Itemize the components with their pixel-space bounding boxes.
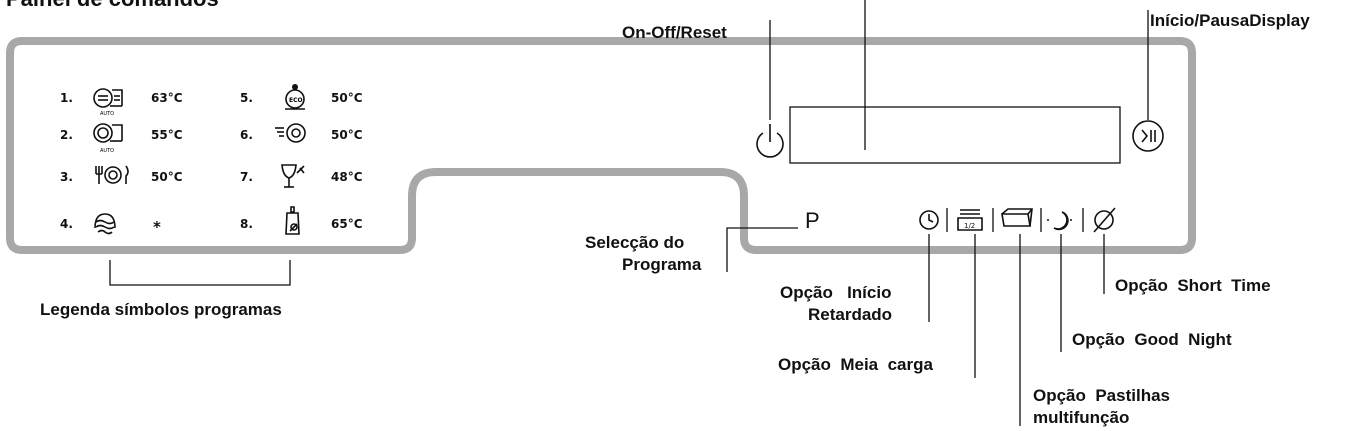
- program-3: 3. 50°C: [60, 165, 183, 184]
- program-temperature: 50°C: [331, 91, 363, 105]
- start-pause-button[interactable]: [1132, 120, 1164, 152]
- program-select-button[interactable]: P: [805, 208, 820, 233]
- moon-icon[interactable]: [1047, 211, 1072, 231]
- program-number: 6.: [240, 128, 253, 142]
- program-number: 3.: [60, 170, 73, 184]
- power-button[interactable]: [756, 124, 784, 158]
- program-number: 5.: [240, 91, 253, 105]
- program-select-leader: [726, 227, 798, 272]
- delay-start-icon[interactable]: [919, 210, 939, 230]
- program-8: 8. 65°C: [240, 206, 363, 235]
- program-number: 7.: [240, 170, 253, 184]
- eco-icon: [285, 84, 305, 110]
- program-temperature: 50°C: [151, 170, 183, 184]
- good-night-label: Opção Good Night: [1072, 330, 1232, 349]
- program-number: 8.: [240, 217, 253, 231]
- program-sub-label: AUTO: [100, 148, 114, 154]
- program-temperature: 55°C: [151, 128, 183, 142]
- program-4: 4. *: [60, 213, 161, 236]
- program-legend: 1. AUTO 63°C 2. AUTO 55°C 3.: [60, 84, 363, 236]
- delay-start-label-line1: Opção Início: [780, 283, 891, 302]
- display-screen: [789, 106, 1121, 164]
- half-load-icon[interactable]: 1/2: [957, 209, 983, 231]
- half-load-symbol: 1/2: [964, 222, 975, 230]
- program-1: 1. AUTO 63°C: [60, 88, 183, 117]
- short-time-label: Opção Short Time: [1115, 276, 1271, 295]
- program-temperature: *: [153, 218, 161, 236]
- tablets-label-line2: multifunção: [1033, 408, 1129, 427]
- legend-bracket: [109, 260, 291, 286]
- short-time-icon[interactable]: [1093, 207, 1116, 233]
- half-load-label: Opção Meia carga: [778, 355, 933, 374]
- legend-label: Legenda símbolos programas: [40, 300, 282, 319]
- program-temperature: 63°C: [151, 91, 183, 105]
- program-select-label-line2: Programa: [622, 255, 702, 274]
- delay-start-label-line2: Retardado: [808, 305, 892, 324]
- start-pause-label: Início/PausaDisplay: [1150, 11, 1310, 30]
- program-temperature: 48°C: [331, 170, 363, 184]
- program-sub-label: AUTO: [100, 111, 114, 117]
- program-temperature: 65°C: [331, 217, 363, 231]
- tablet-icon[interactable]: [1001, 208, 1033, 227]
- diagram-title: Painel de comandos: [6, 0, 219, 11]
- program-7: 7. 48°C: [240, 164, 363, 188]
- panel-outline: [6, 37, 1196, 254]
- program-2: 2. AUTO 55°C: [60, 123, 183, 154]
- program-number: 4.: [60, 217, 73, 231]
- cutlery-plate-icon: [95, 165, 129, 184]
- program-6: 6. 50°C: [240, 123, 363, 143]
- tablets-label-line1: Opção Pastilhas: [1033, 386, 1170, 405]
- program-number: 1.: [60, 91, 73, 105]
- auto-wash-icon: [93, 123, 123, 143]
- baby-bottle-icon: [285, 206, 300, 235]
- program-select-label-line1: Selecção do: [585, 233, 684, 252]
- glass-icon: [281, 164, 305, 188]
- program-number: 2.: [60, 128, 73, 142]
- program-5: 5. ECO 50°C: [240, 84, 363, 110]
- on-off-label: On-Off/Reset: [622, 23, 727, 42]
- quick-wash-icon: [275, 123, 306, 143]
- program-temperature: 50°C: [331, 128, 363, 142]
- auto-wash-icon: [93, 88, 123, 108]
- program-sub-label: ECO: [289, 97, 303, 104]
- prewash-icon: [94, 213, 116, 235]
